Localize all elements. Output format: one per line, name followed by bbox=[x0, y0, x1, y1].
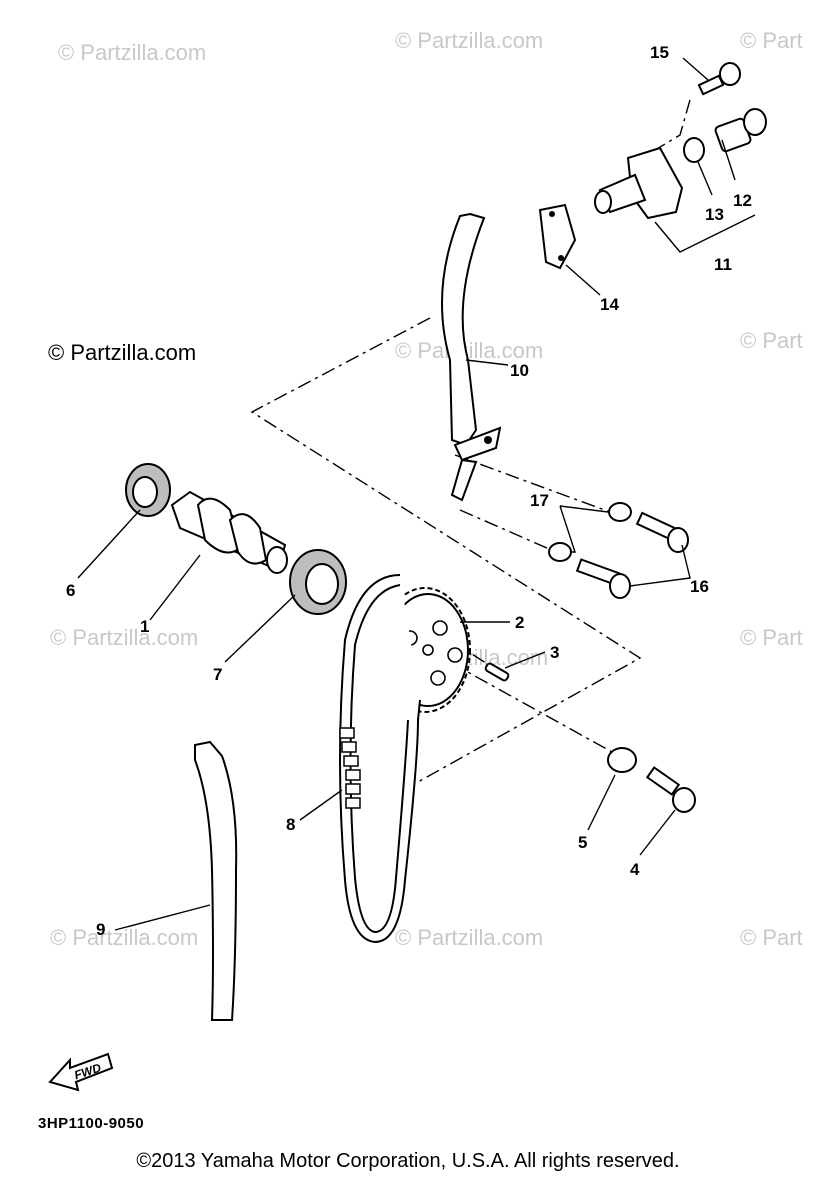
leader-17 bbox=[559, 505, 609, 553]
leader-10 bbox=[465, 359, 509, 366]
washer-17b-part bbox=[548, 542, 572, 562]
leader-15 bbox=[682, 57, 709, 81]
callout-3: 3 bbox=[550, 643, 559, 662]
watermark-10: © Partzilla.com bbox=[50, 925, 198, 950]
assembly-line-guide bbox=[459, 509, 557, 553]
leader-6 bbox=[77, 509, 141, 579]
callout-4: 4 bbox=[630, 860, 640, 879]
callout-11: 11 bbox=[714, 255, 732, 274]
leader-8 bbox=[299, 789, 343, 821]
callout-5: 5 bbox=[578, 833, 587, 852]
callout-13: 13 bbox=[705, 205, 724, 224]
bolt-16a-part bbox=[635, 511, 689, 553]
cam-chain-inner bbox=[349, 584, 409, 934]
washer-13-part bbox=[683, 137, 705, 163]
lower-chain-guide-part bbox=[194, 740, 238, 1021]
callout-9: 9 bbox=[96, 920, 105, 939]
callout-16: 16 bbox=[690, 577, 709, 596]
leader-1 bbox=[149, 554, 201, 621]
leader-14 bbox=[565, 264, 601, 296]
watermark-2: © Partzilla.com bbox=[395, 28, 543, 53]
fwd-label: FWD bbox=[72, 1061, 103, 1083]
watermark-9: © Part bbox=[740, 625, 803, 650]
tensioner-part bbox=[594, 146, 684, 220]
watermark-7: © Partzilla.com bbox=[50, 625, 198, 650]
leader-4 bbox=[639, 809, 676, 856]
callout-17: 17 bbox=[530, 491, 549, 510]
callout-1: 1 bbox=[140, 617, 149, 636]
callout-10: 10 bbox=[510, 361, 529, 380]
gasket-part bbox=[538, 203, 577, 270]
callout-6: 6 bbox=[66, 581, 75, 600]
watermark-1: © Partzilla.com bbox=[58, 40, 206, 65]
chain-guide-part bbox=[441, 212, 502, 502]
watermark-6: © Part bbox=[740, 328, 803, 353]
leader-7 bbox=[224, 594, 296, 663]
bolt-4-part bbox=[645, 766, 696, 813]
cap-bolt-part bbox=[714, 108, 767, 153]
fwd-arrow-icon: FWD bbox=[48, 1052, 114, 1092]
callout-7: 7 bbox=[213, 665, 222, 684]
callout-12: 12 bbox=[733, 191, 752, 210]
leader-11 bbox=[654, 214, 756, 253]
washer-17a-part bbox=[608, 502, 632, 522]
bearing-6-part bbox=[125, 463, 171, 517]
leader-13 bbox=[697, 161, 713, 196]
watermark-5: © Partzilla.com bbox=[395, 338, 543, 363]
copyright-notice: ©2013 Yamaha Motor Corporation, U.S.A. A… bbox=[136, 1150, 680, 1172]
exploded-view-svg: © Partzilla.com © Partzilla.com © Part ©… bbox=[38, 28, 803, 1132]
chain-links bbox=[339, 727, 361, 809]
watermark-12: © Part bbox=[740, 925, 803, 950]
camshaft-part bbox=[170, 490, 288, 574]
leader-9 bbox=[114, 904, 211, 931]
leader-16 bbox=[629, 544, 691, 587]
leader-5 bbox=[587, 774, 616, 831]
watermark-4: © Partzilla.com bbox=[48, 340, 196, 365]
watermark-11: © Partzilla.com bbox=[395, 925, 543, 950]
assembly-line-top bbox=[654, 99, 691, 151]
bolt-15-part bbox=[697, 62, 741, 96]
watermark-3: © Part bbox=[740, 28, 803, 53]
leader-3 bbox=[504, 651, 546, 669]
washer-5-part bbox=[607, 747, 637, 773]
leader-12 bbox=[721, 139, 736, 181]
assembly-line-upper bbox=[250, 317, 642, 783]
bolt-16b-part bbox=[575, 558, 631, 599]
callout-8: 8 bbox=[286, 815, 295, 834]
dowel-pin-part bbox=[484, 662, 510, 682]
callout-15: 15 bbox=[650, 43, 669, 62]
callout-14: 14 bbox=[600, 295, 619, 314]
bearing-7-part bbox=[289, 549, 347, 615]
diagram-code: 3HP1100-9050 bbox=[38, 1115, 144, 1132]
callout-2: 2 bbox=[515, 613, 524, 632]
assembly-line-tensioner bbox=[454, 454, 611, 513]
